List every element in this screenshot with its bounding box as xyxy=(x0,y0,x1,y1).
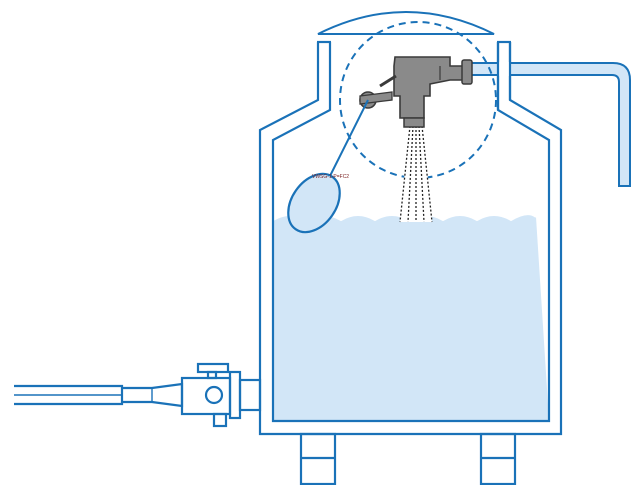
float-lever-arm xyxy=(329,74,397,177)
float-label: VWSG-1-P=FC2 xyxy=(312,174,349,180)
tank-leg-left xyxy=(299,432,337,485)
tank-lid xyxy=(317,11,495,35)
float-ball-icon xyxy=(287,172,341,234)
outlet-valve-icon xyxy=(180,362,262,428)
tank-leg-right xyxy=(479,432,517,485)
inlet-pipe-icon xyxy=(469,42,631,187)
float-valve-icon xyxy=(393,56,473,128)
water-spray xyxy=(399,125,433,223)
tank-inner-wall xyxy=(271,42,551,423)
water-body xyxy=(273,214,549,420)
tank-outer-wall xyxy=(258,42,563,436)
outlet-pipe xyxy=(14,382,184,408)
